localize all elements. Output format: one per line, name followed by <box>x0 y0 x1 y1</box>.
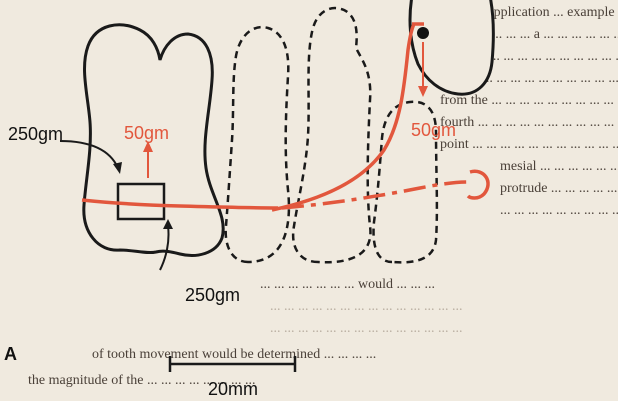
bracket <box>116 182 166 221</box>
bg-line-13: ... ... ... ... ... ... ... ... ... ... … <box>270 299 463 314</box>
force-label-down: 50gm <box>411 120 456 140</box>
dashed-tooth-2 <box>291 6 372 264</box>
bg-line-11: ... ... ... ... ... ... ... would ... ..… <box>260 277 435 292</box>
force-label-up: 50gm <box>124 123 169 143</box>
center-of-resistance-dot <box>417 27 429 39</box>
bg-line-8: mesial ... ... ... ... ... ... ... ... .… <box>500 159 618 174</box>
bg-line-10: ... ... ... ... ... ... ... ... ... ... … <box>500 203 618 218</box>
background-text: point of application ... example (4 dete… <box>28 5 618 388</box>
bg-line-15: of tooth movement would be determined ..… <box>92 347 376 362</box>
bg-line-9: protrude ... ... ... ... ... ... ... ...… <box>500 181 618 196</box>
top-right-tooth-outline <box>408 0 495 96</box>
spring-arm <box>271 23 416 212</box>
bg-line-14: ... ... ... ... ... ... ... ... ... ... … <box>270 321 463 336</box>
bg-line-16: the magnitude of the ... ... ... ... ...… <box>28 373 255 388</box>
dashed-tooth-1 <box>224 25 291 264</box>
force-label-left: 250gm <box>8 124 63 144</box>
archwire-hook <box>466 169 490 200</box>
archwire-solid <box>81 198 279 210</box>
force-label-bottom: 250gm <box>185 285 240 305</box>
bg-line-7: point ... ... ... ... ... ... ... ... ..… <box>440 137 618 152</box>
force-arrow-bottom <box>159 219 173 271</box>
panel-label: A <box>4 344 17 364</box>
scale-bar <box>168 356 297 372</box>
archwire-dashed <box>281 180 469 210</box>
scale-bar-label: 20mm <box>208 379 258 399</box>
force-arrow-up <box>143 141 153 178</box>
force-arrow-left <box>59 140 122 174</box>
bg-line-6: fourth ... ... ... ... ... ... ... ... .… <box>440 115 618 130</box>
bg-line-5: from the ... ... ... ... ... ... ... ...… <box>440 93 618 108</box>
force-arrow-down <box>418 42 428 97</box>
